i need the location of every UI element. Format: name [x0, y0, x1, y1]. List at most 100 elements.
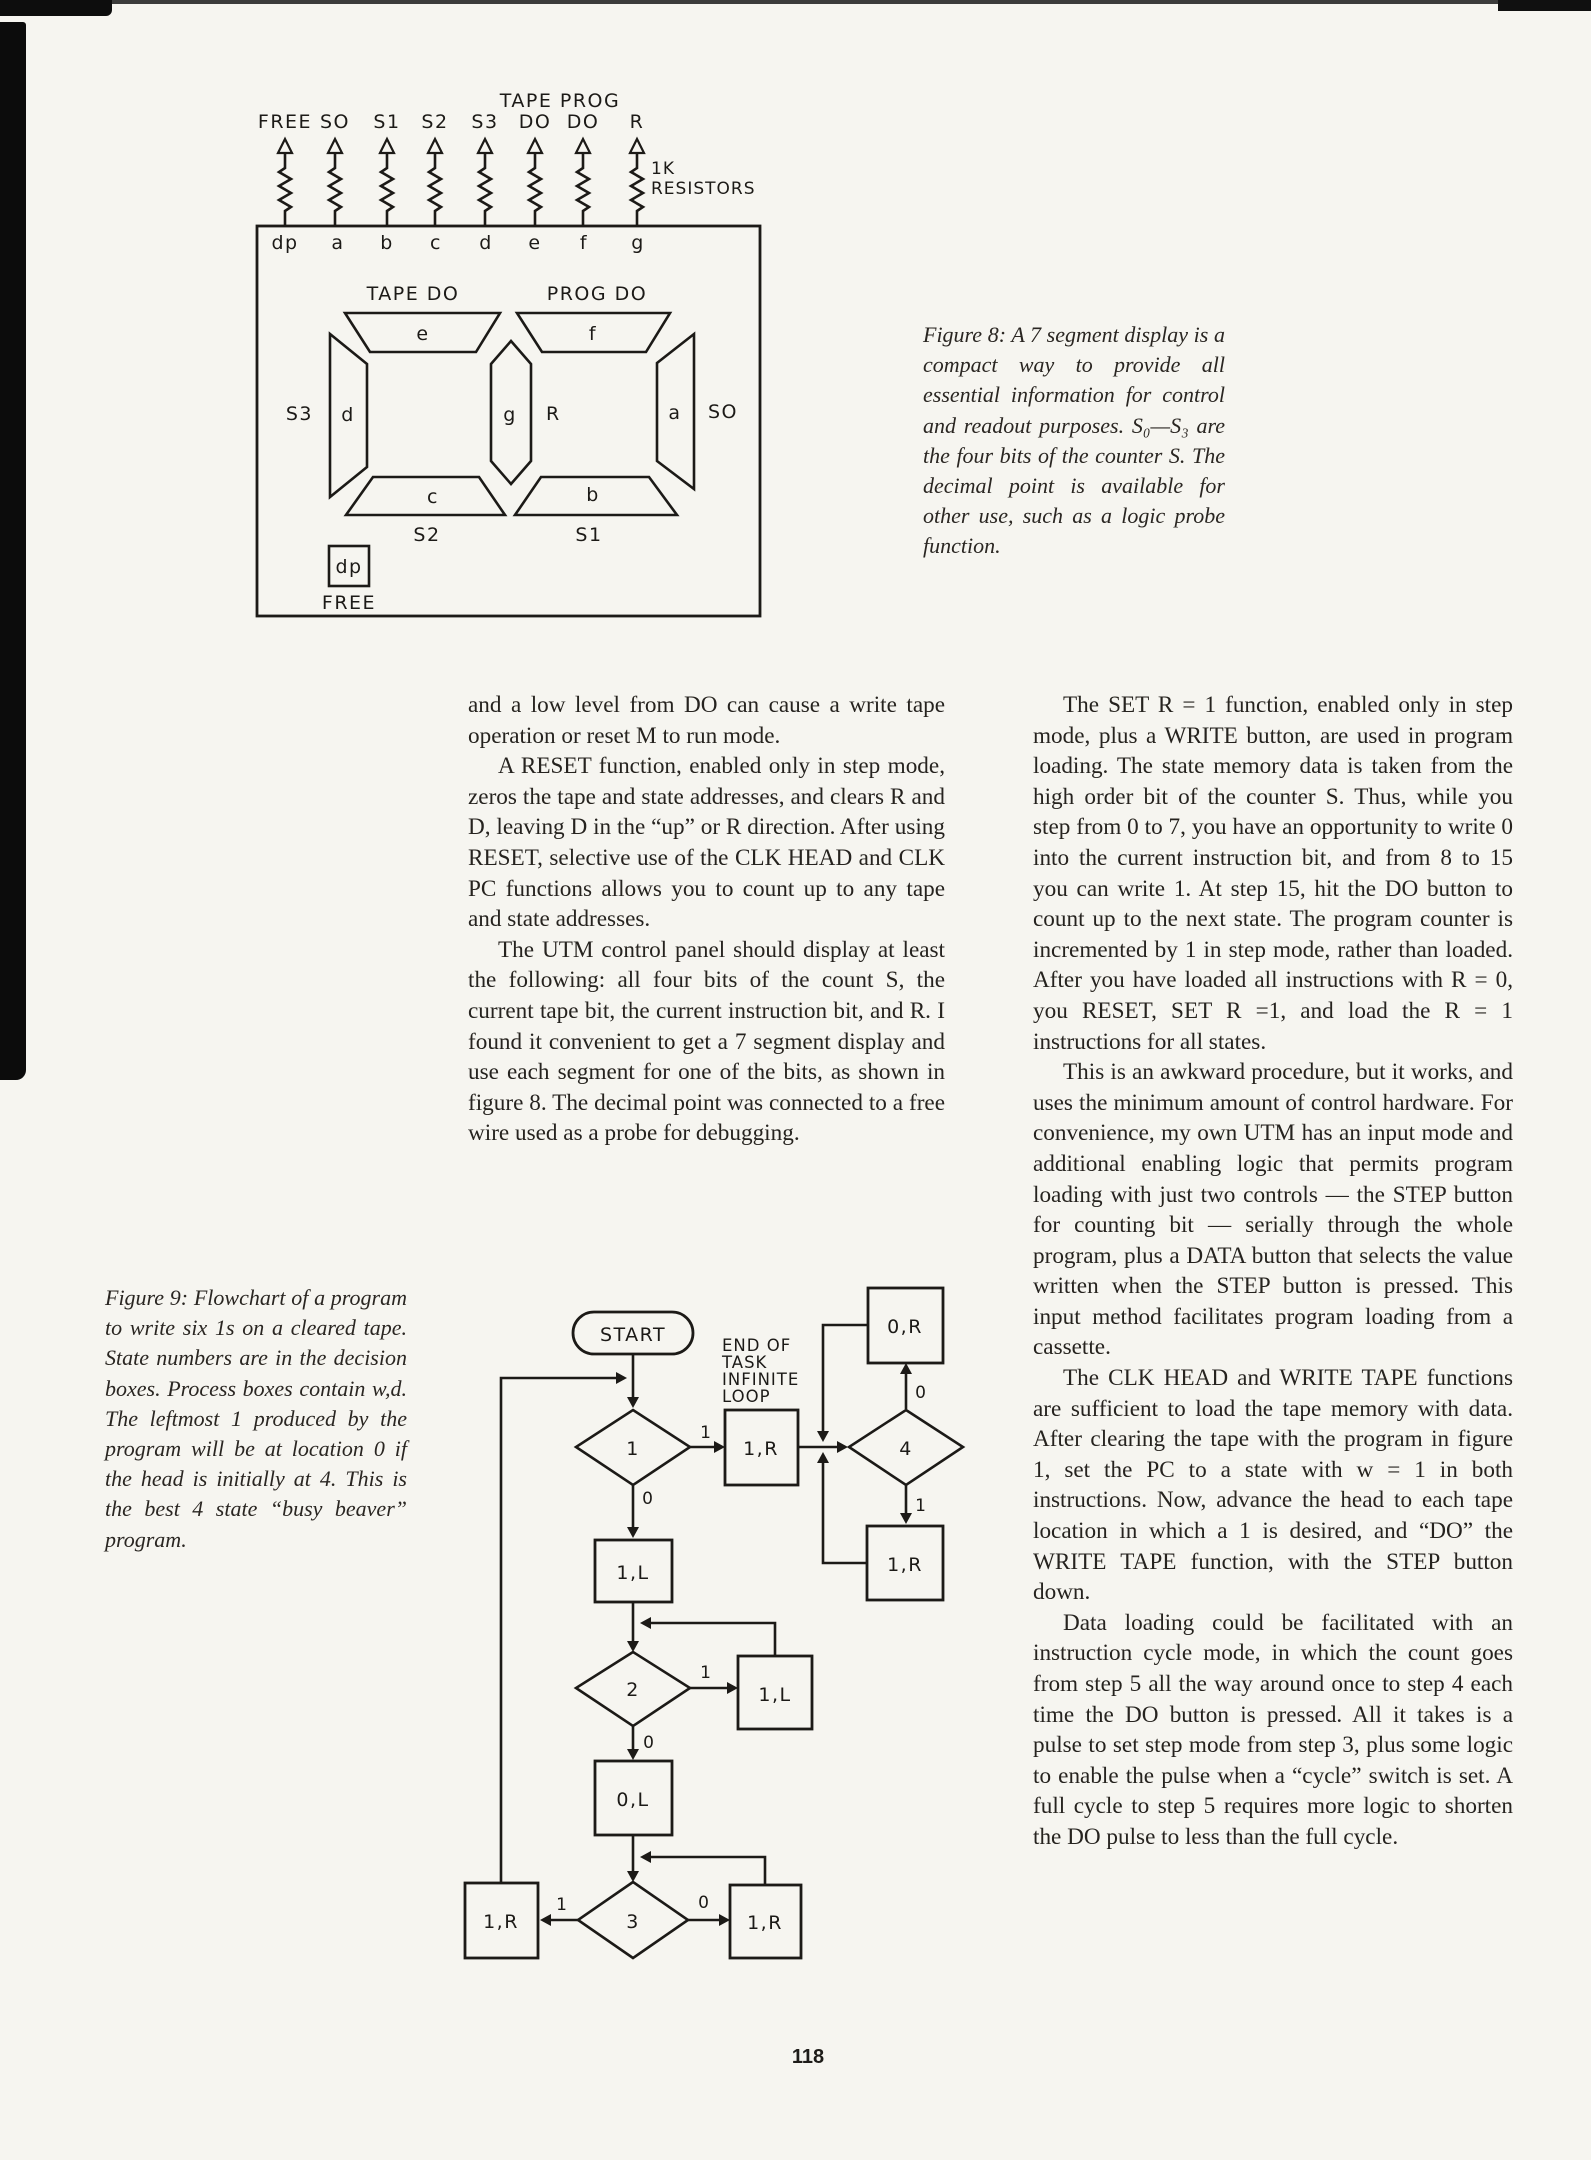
paragraph: The UTM control panel should display at … — [468, 936, 945, 1147]
segment-a-shape — [655, 331, 696, 492]
segment-d-label: d — [341, 404, 355, 426]
process-state4-zero — [866, 1286, 945, 1365]
process-state3-one — [463, 1881, 540, 1960]
pin-label-a: a — [331, 232, 344, 254]
segment-c-label: c — [427, 486, 439, 508]
signal-r-label: R — [546, 403, 561, 425]
figure9-caption: Figure 9: Flowchart of a program to writ… — [105, 1285, 407, 1552]
signal-s2-label: S2 — [413, 524, 440, 546]
branch-label: 0 — [698, 1893, 710, 1913]
decision-state-4-label: 4 — [899, 1438, 913, 1460]
svg-text:INFINITE: INFINITE — [722, 1370, 799, 1389]
process-state4-one-label: 1,R — [887, 1554, 923, 1576]
decision-state-2 — [573, 1650, 693, 1728]
process-end-task — [723, 1408, 800, 1487]
process-state2-one-label: 1,L — [758, 1684, 791, 1706]
pin-label-dp: dp — [271, 232, 298, 254]
resistor — [628, 136, 646, 226]
figure8-schematic: TAPE PROG FREE SO S1 S2 S3 DO DO R — [255, 90, 762, 618]
process-state2-one — [736, 1654, 814, 1731]
article-column-right: The SET R = 1 function, enabled only in … — [1033, 690, 1513, 1853]
resistor — [426, 136, 444, 226]
article-column-middle: and a low level from DO can cause a writ… — [468, 690, 945, 1149]
resistor — [326, 136, 344, 226]
segment-f-shape — [514, 311, 673, 354]
process-end-task-label: 1,R — [743, 1438, 779, 1460]
segment-d-shape — [328, 331, 369, 500]
signal-s1-label: S1 — [575, 524, 602, 546]
branch-label: 1 — [915, 1496, 927, 1516]
signal-so-label: SO — [708, 401, 738, 423]
process-state3-zero — [728, 1883, 803, 1960]
tape-do-title: TAPE DO — [366, 283, 460, 305]
branch-label: 0 — [915, 1383, 927, 1403]
signal-free-label: FREE — [322, 592, 376, 614]
process-state2-zero-label: 0,L — [616, 1789, 649, 1811]
resistor-value-note2: RESISTORS — [651, 179, 756, 199]
resistor — [378, 136, 396, 226]
decision-state-3 — [575, 1880, 691, 1960]
start-terminal — [571, 1310, 695, 1356]
wire-label-s1: S1 — [373, 111, 400, 133]
decimal-point-label: dp — [335, 556, 362, 578]
paragraph: The CLK HEAD and WRITE TAPE functions ar… — [1033, 1365, 1513, 1606]
pin-label-e: e — [528, 232, 541, 254]
resistor — [476, 136, 494, 226]
paragraph: Data loading could be facilitated with a… — [1033, 1609, 1513, 1850]
resistor — [276, 136, 294, 226]
flow-connectors — [499, 1323, 912, 1926]
paragraph: and a low level from DO can cause a writ… — [468, 692, 945, 749]
figure9-flowchart: START END OF TASK INFINITE LOOP 1 4 2 3 … — [463, 1286, 966, 1960]
paragraph: This is an awkward procedure, but it wor… — [1033, 1059, 1513, 1361]
decision-state-1 — [573, 1408, 693, 1487]
branch-label: 1 — [700, 1423, 712, 1443]
decision-state-3-label: 3 — [626, 1911, 640, 1933]
decision-state-4 — [846, 1408, 966, 1487]
segment-b-shape — [512, 475, 680, 517]
process-state1-zero — [593, 1538, 674, 1604]
process-state1-zero-label: 1,L — [616, 1562, 649, 1584]
branch-label: 1 — [556, 1895, 568, 1915]
resistor — [526, 136, 544, 226]
pin-label-f: f — [580, 232, 588, 254]
branch-label: 0 — [643, 1733, 655, 1753]
resistor-array — [276, 136, 646, 226]
segment-f-label: f — [589, 323, 597, 345]
decision-state-2-label: 2 — [626, 1679, 640, 1701]
wire-label-tape-do: DO — [519, 111, 552, 133]
end-of-task-note: END OF TASK INFINITE LOOP — [721, 1336, 799, 1406]
figure8-caption: Figure 8: A 7 segment display is a compa… — [923, 322, 1225, 559]
start-label: START — [600, 1324, 666, 1346]
paragraph: The SET R = 1 function, enabled only in … — [1033, 692, 1513, 1055]
decision-state-1-label: 1 — [626, 1438, 640, 1460]
segment-g-shape — [489, 339, 533, 486]
scan-edge-top — [0, 0, 1591, 4]
segment-e-label: e — [416, 323, 429, 345]
pin-label-d: d — [479, 232, 493, 254]
svg-text:LOOP: LOOP — [722, 1387, 771, 1406]
display-package-outline — [255, 224, 762, 618]
wire-label-s3: S3 — [471, 111, 498, 133]
svg-text:END OF: END OF — [722, 1336, 791, 1355]
segment-a-label: a — [668, 402, 681, 424]
pin-label-c: c — [430, 232, 442, 254]
branch-label: 1 — [700, 1663, 712, 1683]
branch-label: 0 — [642, 1489, 654, 1509]
seven-segment-drawing — [327, 311, 696, 588]
signal-s3-label: S3 — [286, 403, 313, 425]
segment-e-shape — [342, 311, 503, 354]
process-state3-zero-label: 1,R — [747, 1912, 783, 1934]
wire-label-r: R — [630, 111, 645, 133]
process-state4-one — [865, 1524, 945, 1602]
segment-b-label: b — [586, 484, 600, 506]
pin-label-g: g — [631, 232, 645, 254]
process-state4-zero-label: 0,R — [887, 1316, 923, 1338]
scan-gutter-bar — [0, 22, 26, 1080]
scan-mark-top-right — [1498, 0, 1591, 11]
paragraph: A RESET function, enabled only in step m… — [468, 753, 945, 933]
process-state2-zero — [593, 1759, 674, 1837]
svg-text:TASK: TASK — [721, 1353, 768, 1372]
pin-label-b: b — [380, 232, 394, 254]
decimal-point-shape — [327, 544, 371, 588]
